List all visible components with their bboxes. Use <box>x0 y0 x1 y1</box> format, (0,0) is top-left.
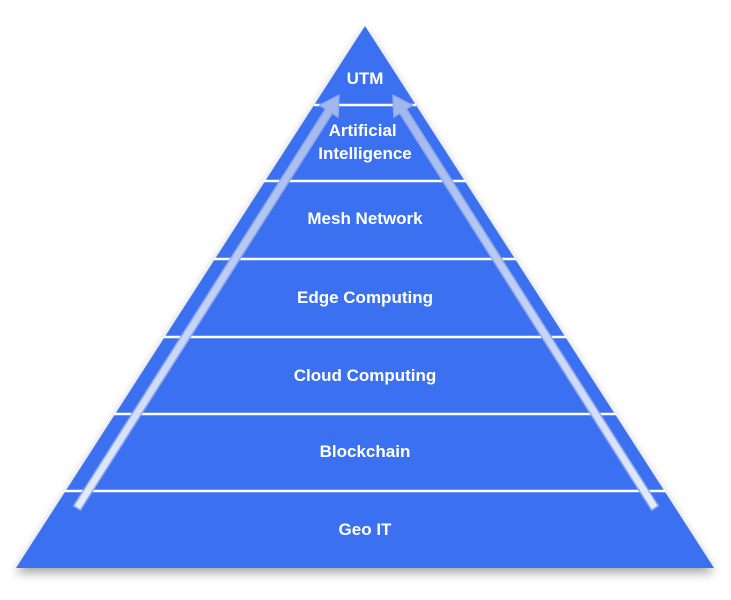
level-dividers <box>64 103 666 493</box>
level-labels: UTM Artificial Intelligence Mesh Network… <box>294 69 437 539</box>
level-label-geo-it: Geo IT <box>339 520 393 539</box>
level-label-blockchain: Blockchain <box>320 442 411 461</box>
level-label-artificial-intelligence: Artificial Intelligence <box>318 121 412 163</box>
level-label-cloud-computing: Cloud Computing <box>294 366 437 385</box>
level-label-mesh-network: Mesh Network <box>307 209 423 228</box>
left-upward-arrow <box>72 94 340 511</box>
right-upward-arrow <box>392 94 660 511</box>
level-label-utm: UTM <box>347 69 384 88</box>
pyramid-body <box>16 26 714 568</box>
upward-arrows <box>72 94 660 511</box>
level-label-edge-computing: Edge Computing <box>297 288 433 307</box>
